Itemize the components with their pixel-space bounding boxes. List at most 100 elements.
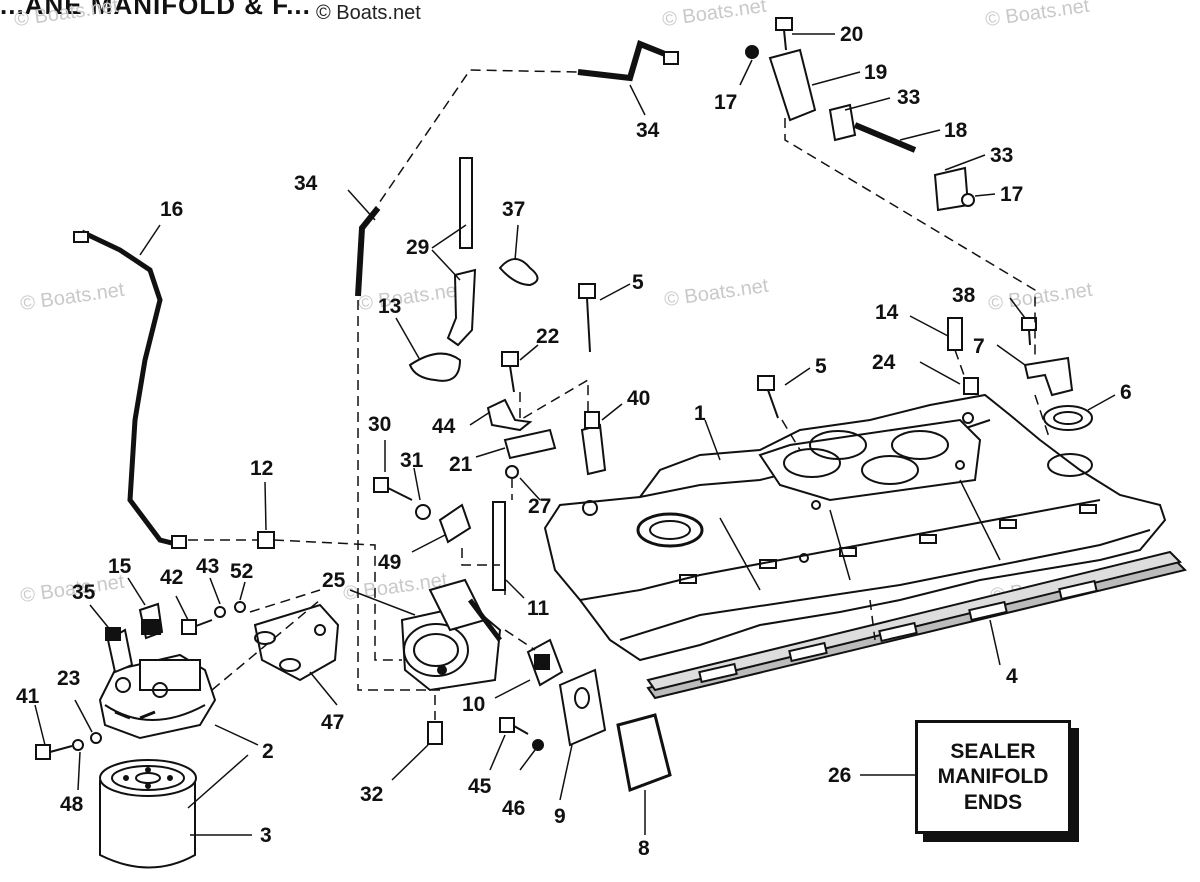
callout-3: 3 <box>260 824 272 847</box>
callout-11: 11 <box>527 597 550 620</box>
callout-2: 2 <box>262 740 274 763</box>
callout-13: 13 <box>378 295 402 318</box>
hose-29b <box>446 268 477 347</box>
bracket-49 <box>438 503 472 544</box>
washer-48 <box>72 739 84 751</box>
hose-clamp-37 <box>498 258 539 287</box>
inlet-fitting <box>427 721 443 745</box>
callout-47: 47 <box>321 711 345 734</box>
bracket-7 <box>1023 356 1074 397</box>
callout-30: 30 <box>368 413 392 436</box>
callout-35: 35 <box>72 581 96 604</box>
fuel-adapter <box>253 603 340 682</box>
washer-43 <box>214 606 226 618</box>
manifold-gasket <box>646 550 1187 700</box>
callout-46: 46 <box>502 797 526 820</box>
nut-27 <box>505 465 519 479</box>
callout-4: 4 <box>1006 665 1018 688</box>
callout-19: 19 <box>864 61 888 84</box>
fuel-filter <box>99 759 197 869</box>
callout-24: 24 <box>872 351 896 374</box>
plate-21 <box>503 428 557 460</box>
callout-48: 48 <box>60 793 84 816</box>
bolt-41 <box>35 744 73 760</box>
gasket-6 <box>1043 405 1093 431</box>
callout-15: 15 <box>108 555 132 578</box>
sealer-line-3: ENDS <box>963 790 1023 814</box>
washer-23 <box>90 732 102 744</box>
callout-5: 5 <box>632 271 644 294</box>
copyright-notice: © Boats.net <box>316 2 421 24</box>
bolt-5a <box>578 283 596 353</box>
bolt-45 <box>499 717 529 735</box>
callout-37: 37 <box>502 198 526 221</box>
nut-17b <box>961 193 975 207</box>
bolt-22 <box>501 351 519 393</box>
callout-21: 21 <box>449 453 473 476</box>
intake-manifold <box>543 393 1167 662</box>
callout-26: 26 <box>828 764 852 787</box>
sealer-note-box: SEALER MANIFOLD ENDS <box>915 720 1071 834</box>
callout-25: 25 <box>322 569 346 592</box>
bolt-38 <box>1021 317 1037 331</box>
callout-44: 44 <box>432 415 456 438</box>
callout-29: 29 <box>406 236 430 259</box>
fitting-12 <box>257 531 275 549</box>
leader-lines <box>34 33 1116 836</box>
fuel-pump <box>400 578 502 692</box>
bracket-44 <box>486 398 533 432</box>
callout-10: 10 <box>462 693 486 716</box>
bolt-42 <box>181 619 213 635</box>
bolt-5b <box>757 375 779 419</box>
nut-17a <box>745 45 759 59</box>
bolt-20 <box>775 17 793 31</box>
bolt-30 <box>373 477 413 501</box>
callout-49: 49 <box>378 551 402 574</box>
filter-base <box>98 653 217 740</box>
callout-41: 41 <box>16 685 40 708</box>
vent-tube-upper <box>577 39 672 82</box>
pump-plate-gasket <box>616 713 672 793</box>
callout-34: 34 <box>636 119 660 142</box>
callout-34: 34 <box>294 172 318 195</box>
vent-tube <box>355 206 381 297</box>
elbow-fitting <box>105 627 134 674</box>
spacer-33a <box>828 103 857 142</box>
callout-9: 9 <box>554 805 566 828</box>
callout-31: 31 <box>400 449 424 472</box>
pushrod <box>492 501 506 591</box>
callout-18: 18 <box>944 119 968 142</box>
callout-33: 33 <box>897 86 921 109</box>
bracket-19 <box>768 48 817 122</box>
callout-22: 22 <box>536 325 560 348</box>
callout-43: 43 <box>196 555 220 578</box>
nut-24 <box>963 377 979 395</box>
temp-sensor <box>580 411 607 476</box>
diagram-title-fragment: ...ANE MANIFOLD & F... <box>0 0 311 20</box>
washer-46 <box>532 739 544 751</box>
washer-52 <box>234 601 246 613</box>
straight-fitting <box>138 602 164 640</box>
callout-17: 17 <box>1000 183 1024 206</box>
sealer-line-1: SEALER <box>950 740 1036 764</box>
callout-45: 45 <box>468 775 492 798</box>
callout-23: 23 <box>57 667 81 690</box>
callout-52: 52 <box>230 560 254 583</box>
callout-20: 20 <box>840 23 864 46</box>
callout-7: 7 <box>973 335 985 358</box>
fuel-line <box>80 229 181 548</box>
callout-17: 17 <box>714 91 738 114</box>
callout-32: 32 <box>360 783 384 806</box>
sealer-line-2: MANIFOLD <box>937 765 1049 789</box>
washer-31 <box>415 504 431 520</box>
callout-14: 14 <box>875 301 899 324</box>
callout-33: 33 <box>990 144 1014 167</box>
assembly-lines <box>188 69 1051 720</box>
hose-29a <box>459 157 473 249</box>
callout-12: 12 <box>250 457 274 480</box>
callout-42: 42 <box>160 566 184 589</box>
callout-27: 27 <box>528 495 552 518</box>
stud-14 <box>947 317 963 351</box>
